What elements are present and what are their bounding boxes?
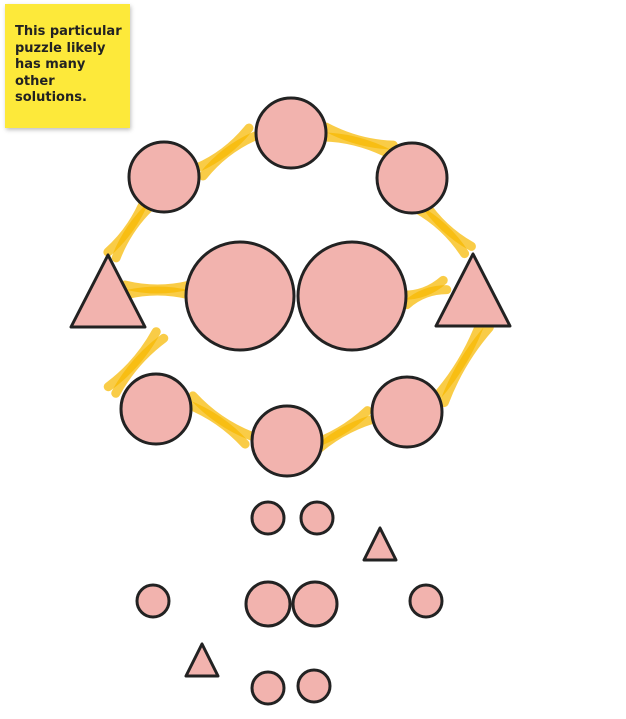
highlighter-stroke-4-2 [431,317,486,402]
puzzle-shapes [69,96,512,706]
center-circle-left [184,240,296,352]
ring-circle-lower-right [370,375,444,449]
highlighter-stroke-6-2 [188,391,256,441]
loose-circle-3 [135,583,171,619]
loose-circle-2 [299,500,335,536]
loose-circle-5 [291,580,339,628]
highlighter-stroke-6-1 [182,399,250,449]
loose-circle-6 [408,583,444,619]
ring-circle-lower-left [119,372,193,446]
ring-triangle-right [434,252,512,328]
loose-circle-8 [296,668,332,704]
highlighter-stroke-9-2 [120,286,195,300]
ring-circle-upper-left [127,140,201,214]
loose-triangle-1 [362,526,398,562]
ring-circle-top [254,96,328,170]
loose-circle-7 [250,670,286,706]
ring-circle-upper-right [375,141,449,215]
highlighter-stroke-3-2 [412,204,470,259]
ring-circle-bottom [250,404,324,478]
highlighter-stroke-4-1 [439,323,494,408]
sticky-note-text: This particular puzzle likely has many o… [15,24,122,105]
loose-circle-4 [244,580,292,628]
ring-triangle-left [69,253,147,329]
highlighter-stroke-7-2 [111,333,169,398]
highlighter-stroke-1-2 [198,131,260,181]
sticky-note[interactable]: This particular puzzle likely has many o… [5,4,130,128]
highlighter-stroke-10-2 [402,285,452,310]
loose-triangle-2 [184,642,220,678]
highlighter-stroke-2-2 [319,132,396,160]
center-circle-right [296,240,408,352]
loose-circle-1 [250,500,286,536]
